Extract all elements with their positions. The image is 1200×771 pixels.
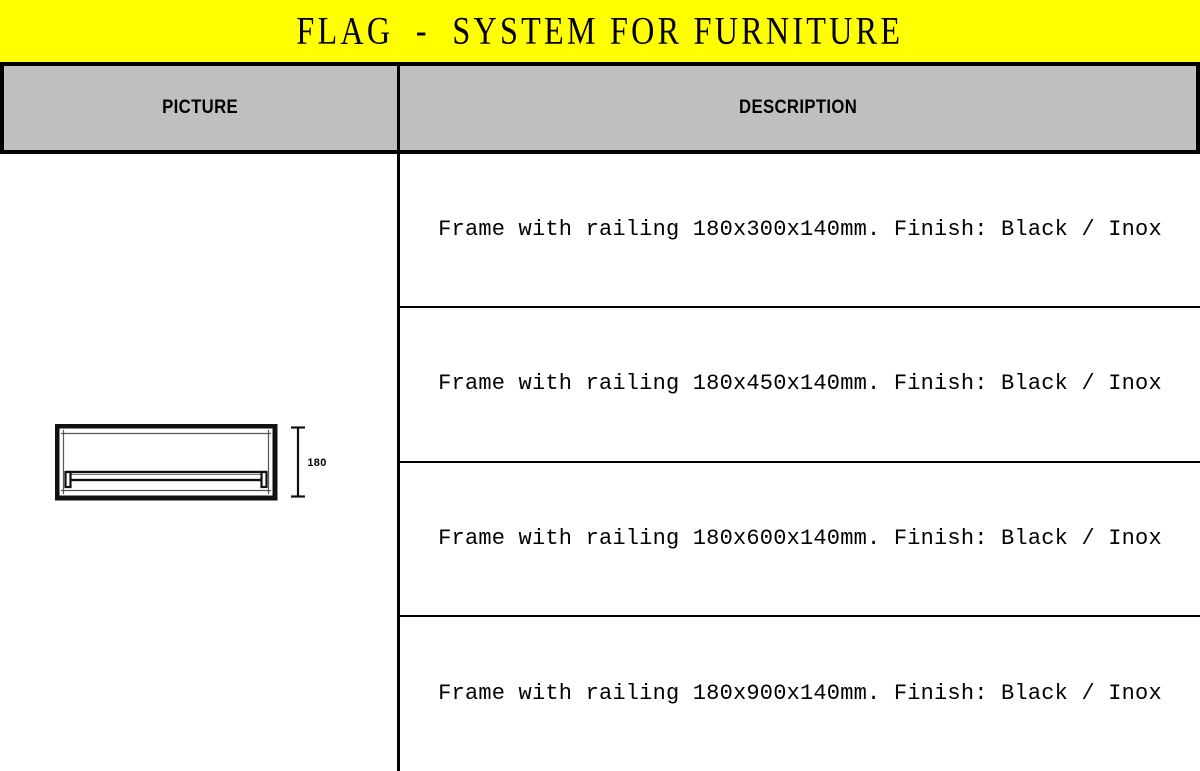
description-text: Frame with railing 180x450x140mm. Finish… (438, 371, 1162, 397)
technical-drawing: 180 (55, 424, 335, 504)
dimension-label-180: 180 (307, 457, 326, 469)
table-row: Frame with railing 180x600x140mm. Finish… (400, 462, 1200, 617)
column-header-picture: PICTURE (4, 66, 400, 150)
description-text: Frame with railing 180x600x140mm. Finish… (438, 525, 1162, 551)
column-header-description: DESCRIPTION (400, 66, 1196, 150)
table-body: 180 Frame with railing 180x300x140mm. Fi… (0, 154, 1200, 771)
railing-bar (64, 470, 268, 489)
column-header-picture-label: PICTURE (162, 97, 239, 118)
column-header-description-label: DESCRIPTION (738, 97, 858, 118)
page-title: FLAG - SYSTEM FOR FURNITURE (296, 8, 904, 53)
description-column: Frame with railing 180x300x140mm. Finish… (400, 154, 1200, 771)
table-row: Frame with railing 180x450x140mm. Finish… (400, 308, 1200, 463)
description-text: Frame with railing 180x900x140mm. Finish… (438, 680, 1162, 706)
dimension-line-vertical (291, 426, 305, 498)
product-table: PICTURE DESCRIPTION (0, 62, 1200, 771)
title-banner: FLAG - SYSTEM FOR FURNITURE (0, 0, 1200, 62)
picture-cell: 180 (0, 154, 400, 771)
table-header-row: PICTURE DESCRIPTION (0, 62, 1200, 154)
table-row: Frame with railing 180x900x140mm. Finish… (400, 616, 1200, 771)
frame-outline (55, 424, 278, 501)
description-text: Frame with railing 180x300x140mm. Finish… (438, 217, 1162, 243)
table-row: Frame with railing 180x300x140mm. Finish… (400, 154, 1200, 309)
